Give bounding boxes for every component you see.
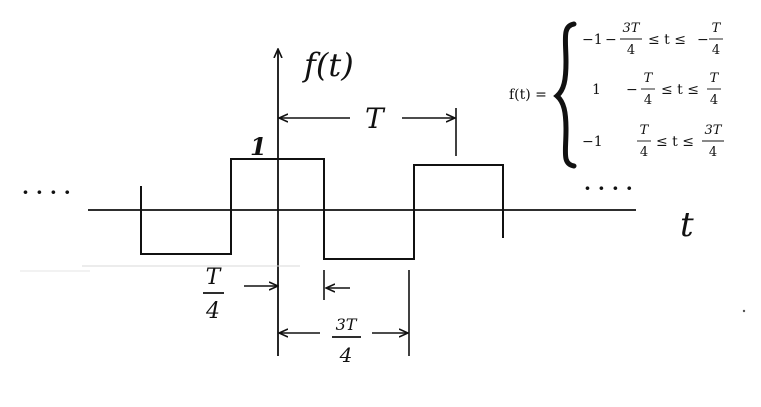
left-brace xyxy=(553,21,577,169)
right-ellipsis: · · · · xyxy=(584,176,633,200)
case-2-lo-den: 4 xyxy=(644,93,652,108)
case-1-hi-num: T xyxy=(712,21,722,36)
piecewise-definition: f(t) = −1 − 3T 4 ≤ t ≤ − T 4 1 − T 4 ≤ t… xyxy=(509,21,724,169)
period-label: T xyxy=(365,102,386,135)
case-3-lo-den: 4 xyxy=(640,145,648,160)
left-offset-denominator: 4 xyxy=(205,299,220,324)
case-2-lo-prefix: − xyxy=(626,82,638,98)
left-offset-numerator: T xyxy=(206,265,223,290)
case-1-hi-prefix: − xyxy=(697,32,709,48)
case-3-relation: ≤ t ≤ xyxy=(656,134,694,150)
case-1-relation: ≤ t ≤ xyxy=(648,32,686,48)
case-3-hi-num: 3T xyxy=(705,123,723,138)
stray-mark xyxy=(742,309,746,313)
case-1-lo-den: 4 xyxy=(627,43,635,58)
function-label: f(t) xyxy=(302,46,354,84)
case-2-hi-num: T xyxy=(710,71,720,86)
left-ellipsis: · · · · xyxy=(22,180,71,204)
case-2-relation: ≤ t ≤ xyxy=(661,82,699,98)
case-2-hi-den: 4 xyxy=(710,93,718,108)
definition-lhs: f(t) = xyxy=(509,87,547,103)
width-denominator: 4 xyxy=(339,343,353,367)
case-3-hi-den: 4 xyxy=(709,145,717,160)
case-1-value: −1 xyxy=(582,32,603,48)
case-1-hi-den: 4 xyxy=(712,43,720,58)
square-wave xyxy=(140,158,504,260)
case-1-lo-prefix: − xyxy=(605,32,617,48)
case-2-value: 1 xyxy=(592,82,601,98)
case-3-value: −1 xyxy=(582,134,603,150)
case-3-lo-num: T xyxy=(640,123,650,138)
case-1-lo-num: 3T xyxy=(623,21,641,36)
width-numerator: 3T xyxy=(336,315,358,334)
amplitude-label: 1 xyxy=(250,132,267,161)
case-2-lo-num: T xyxy=(644,71,654,86)
t-axis-label: t xyxy=(680,205,694,245)
